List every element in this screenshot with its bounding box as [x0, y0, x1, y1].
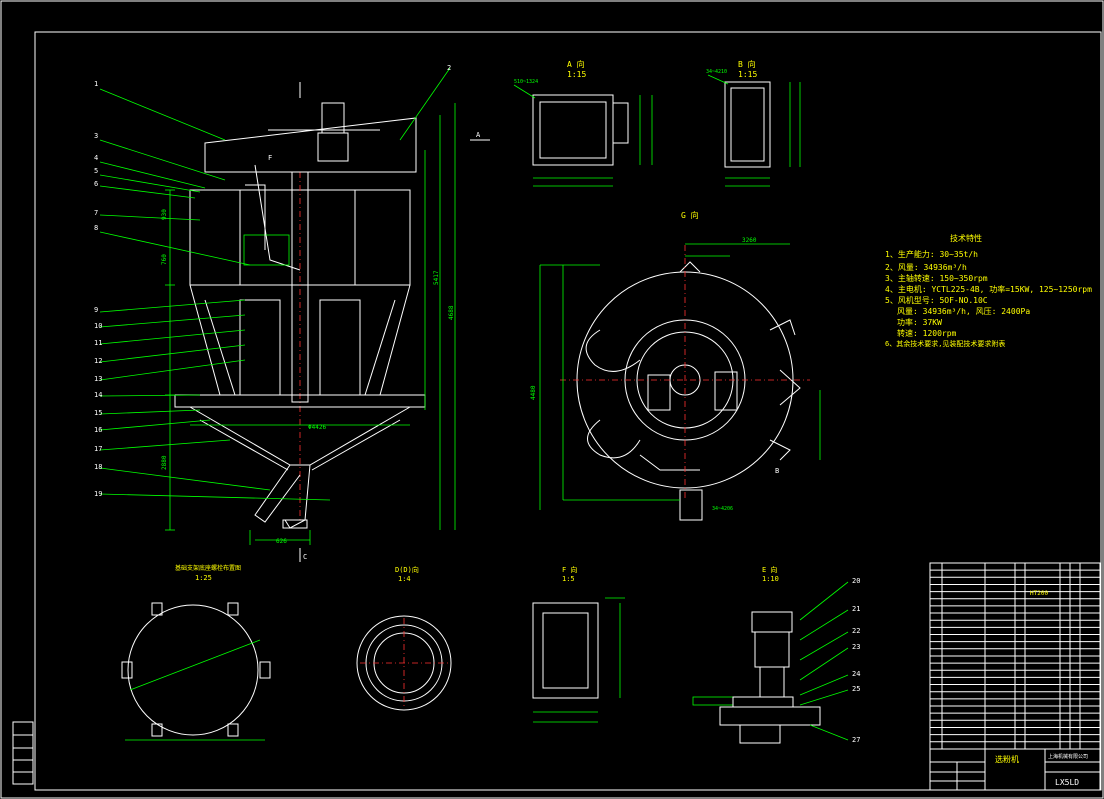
title-name: 选粉机	[995, 754, 1019, 764]
tech-line-2: 2、风量: 34936m³/h	[885, 263, 967, 272]
dim-label: 930	[161, 209, 168, 220]
view-d-title: D(D)向	[395, 565, 419, 574]
dim-label: 5417	[433, 270, 440, 285]
dim-label: 4688	[448, 305, 455, 320]
title-drawing-no: LX5LD	[1055, 778, 1079, 787]
view-marker: A	[476, 131, 481, 139]
part-number: 8	[94, 224, 98, 232]
part-number: 4	[94, 154, 98, 162]
bom-rows	[930, 569, 1100, 743]
part-number: 19	[94, 490, 102, 498]
part-number: 5	[94, 167, 98, 175]
part-number: 15	[94, 409, 102, 417]
part-number: 17	[94, 445, 102, 453]
drawing-frame	[34, 31, 1102, 791]
tech-title: 技术特性	[950, 233, 982, 243]
part-number: 24	[852, 670, 860, 678]
view-d-scale: 1:4	[398, 575, 411, 583]
tech-line-3: 3、主轴转速: 150~350rpm	[885, 273, 988, 283]
title-doc: 上海机械有限公司	[1048, 753, 1088, 760]
title-material: HT200	[1030, 590, 1048, 597]
view-e-title: E 向	[762, 565, 777, 574]
dim-label: 34~4210	[706, 69, 727, 75]
view-f-title: F 向	[562, 565, 577, 574]
part-number: 16	[94, 426, 102, 434]
revision-strip	[12, 721, 34, 785]
view-a-title: A 向	[567, 59, 585, 69]
view-d-drawing	[356, 615, 452, 711]
dim-label: 34~4206	[712, 506, 733, 512]
dim-label: 510~1324	[514, 79, 538, 85]
part-number: 13	[94, 375, 102, 383]
view-base-title: 基础支架底座螺栓布置图	[175, 564, 241, 572]
dim-label: Φ4426	[308, 424, 326, 431]
part-number: 1	[94, 80, 98, 88]
view-e-drawing	[692, 581, 849, 744]
part-number: 23	[852, 643, 860, 651]
view-f-drawing	[532, 597, 625, 723]
dim-label: F	[268, 154, 272, 162]
part-number: 25	[852, 685, 860, 693]
view-f-scale: 1:5	[562, 575, 575, 583]
main-elevation	[174, 102, 426, 529]
view-e-scale: 1:10	[762, 575, 779, 583]
tech-line-8: 转速: 1200rpm	[897, 328, 957, 338]
part-number: 21	[852, 605, 860, 613]
view-g-title: G 向	[681, 210, 699, 220]
part-number: 27	[852, 736, 860, 744]
part-number: 2	[447, 64, 451, 72]
view-b-drawing	[707, 74, 801, 187]
part-number: 9	[94, 306, 98, 314]
part-number: 14	[94, 391, 102, 399]
tech-line-6: 风量: 34936m³/h, 风压: 2400Pa	[897, 307, 1030, 316]
part-number: 11	[94, 339, 102, 347]
dim-label: 760	[161, 254, 168, 265]
tech-line-9: 6、其余技术要求,见装配技术要求附表	[885, 339, 1005, 348]
dim-label: 2880	[161, 455, 168, 470]
view-marker: C	[303, 553, 307, 561]
part-number: 20	[852, 577, 860, 585]
part-number: 12	[94, 357, 102, 365]
view-base-drawing	[121, 602, 271, 741]
tech-line-5: 5、风机型号: 5OF-NO.10C	[885, 295, 988, 305]
main-dimensions	[165, 82, 490, 562]
tech-line-7: 功率: 37KW	[897, 317, 942, 327]
view-a-drawing	[513, 84, 653, 187]
dim-label: 3260	[742, 237, 757, 244]
part-number: 22	[852, 627, 860, 635]
view-marker: B	[775, 467, 779, 475]
tech-line-4: 4、主电机: YCTL225-4B, 功率=15KW, 125~1250rpm	[885, 284, 1092, 294]
part-number: 7	[94, 209, 98, 217]
view-a-scale: 1:15	[567, 70, 586, 79]
part-number: 10	[94, 322, 102, 330]
view-g-drawing	[539, 243, 821, 521]
view-base-scale: 1:25	[195, 574, 212, 582]
part-leaders	[99, 67, 451, 501]
title-block	[929, 748, 1101, 791]
dim-label: 626	[276, 538, 287, 545]
view-b-title: B 向	[738, 59, 756, 69]
part-number: 18	[94, 463, 102, 471]
view-b-scale: 1:15	[738, 70, 757, 79]
part-number: 3	[94, 132, 98, 140]
tech-line-1: 1、生产能力: 30~35t/h	[885, 249, 978, 259]
part-number: 6	[94, 180, 98, 188]
dim-label: 4480	[530, 385, 537, 400]
